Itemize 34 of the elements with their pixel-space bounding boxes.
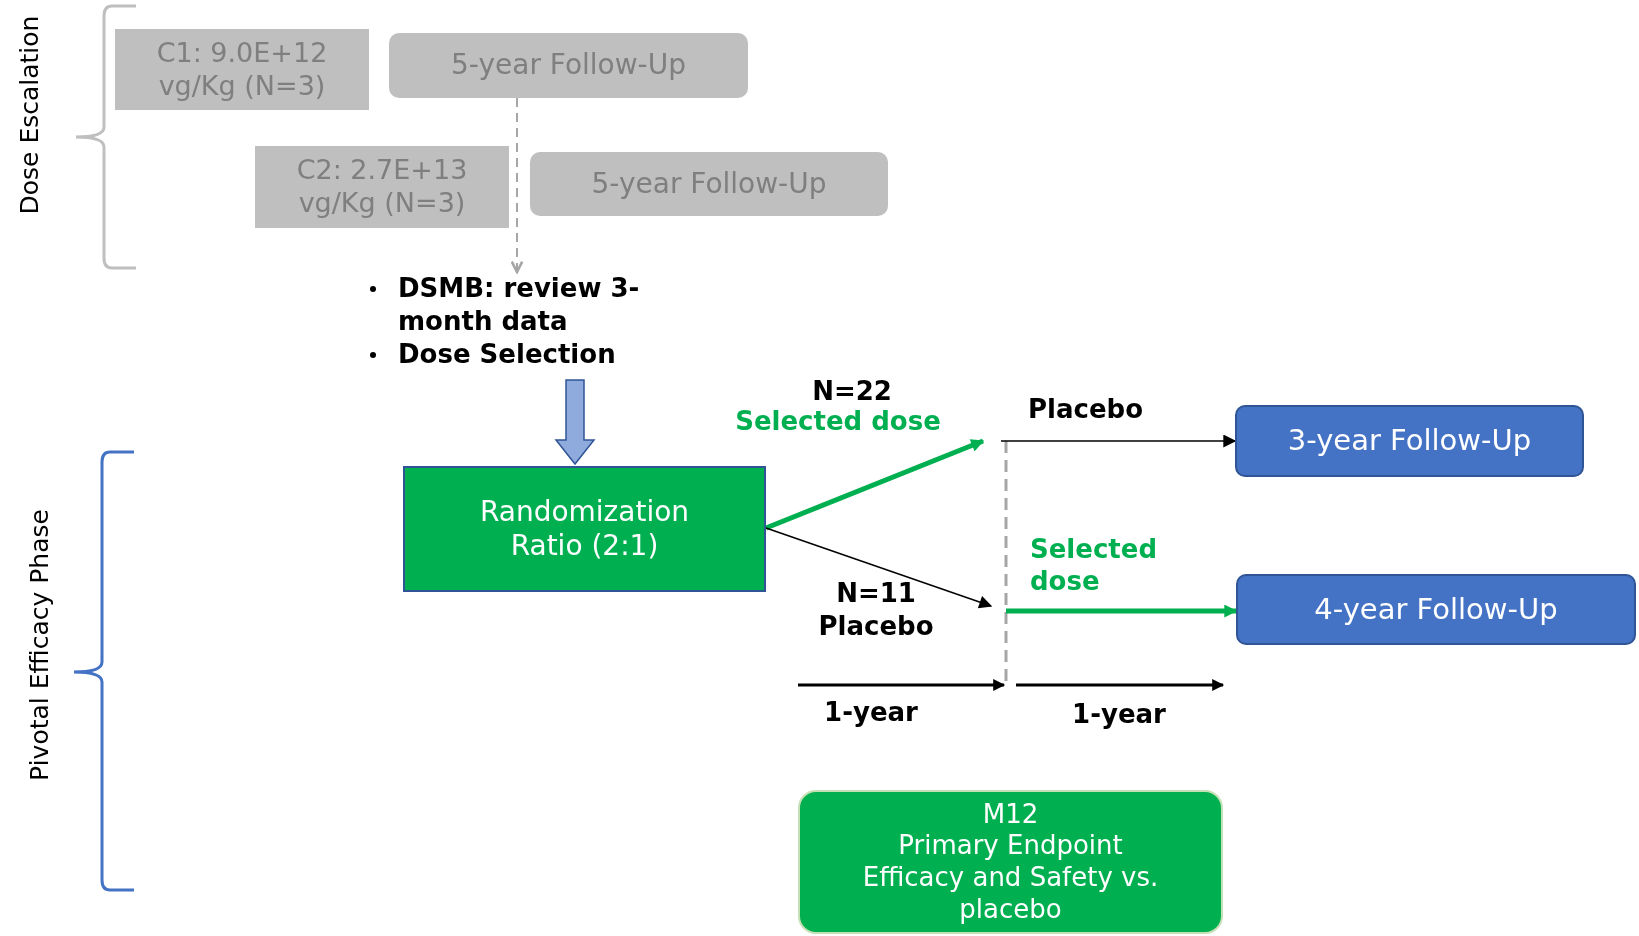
- follow-up-box: [530, 152, 888, 216]
- node-text: C2: 2.7E+13 vg/Kg (N=3): [295, 154, 469, 220]
- node-text: Efficacy and Safety vs. placebo: [861, 862, 1160, 926]
- annotation-text: N=11: [835, 578, 917, 610]
- arrow: [1000, 434, 1237, 448]
- annotation-text: 1-year: [823, 697, 919, 729]
- node-text: Primary Endpoint: [898, 830, 1123, 862]
- block-arrow: [554, 379, 596, 466]
- follow-up-box: [389, 33, 748, 98]
- node-text: 5-year Follow-Up: [591, 166, 827, 202]
- node-text: C1: 9.0E+12 vg/Kg (N=3): [155, 36, 329, 103]
- follow-up-box: [1236, 574, 1636, 645]
- arrow: [765, 438, 985, 531]
- process-box: [403, 466, 766, 592]
- annotation-text: Selected dose: [734, 406, 942, 438]
- node-text: M12: [982, 798, 1039, 831]
- node-text: 4-year Follow-Up: [1314, 591, 1558, 628]
- bullet-text: Dose Selection: [398, 339, 616, 370]
- section-label: Pivotal Efficacy Phase: [25, 508, 55, 783]
- node-text: 5-year Follow-Up: [451, 48, 686, 83]
- annotation-text: Placebo: [817, 611, 935, 643]
- follow-up-box: [1235, 405, 1584, 477]
- arrow: [510, 97, 524, 274]
- endpoint-box: [798, 790, 1223, 934]
- bullet-text: DSMB: review 3-month data: [398, 273, 640, 336]
- arrow: [765, 527, 993, 609]
- annotation-text: 1-year: [1071, 699, 1167, 731]
- annotation-text: N=22: [811, 376, 893, 408]
- dose-cohort-box: [115, 29, 369, 110]
- node-text: 3-year Follow-Up: [1287, 423, 1532, 459]
- arrow: [1006, 604, 1238, 618]
- section-label: Dose Escalation: [15, 14, 45, 217]
- dose-cohort-box: [255, 146, 509, 228]
- node-text: Randomization Ratio (2:1): [478, 494, 691, 564]
